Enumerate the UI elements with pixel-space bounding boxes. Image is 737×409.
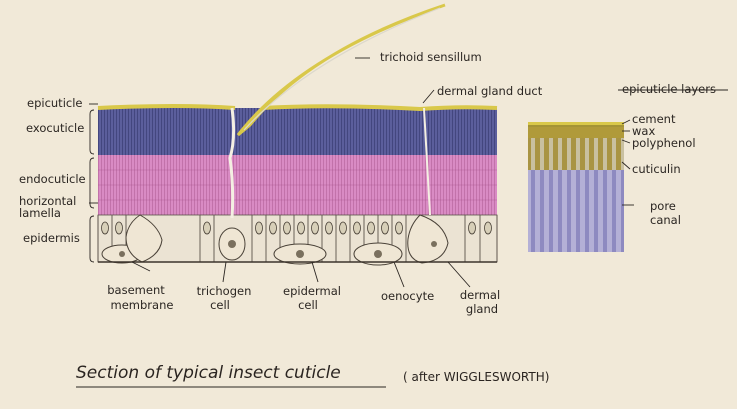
epicuticle-inset [528,122,624,252]
label-dermal-gland-duct: dermal gland duct [437,84,543,98]
label-trichoid-sensillum: trichoid sensillum [380,50,482,64]
label-horizontal: horizontal [19,194,77,208]
label-epicuticle: epicuticle [27,96,83,110]
label-trichogen-cell: cell [210,298,230,312]
dermal-gland-duct [423,107,431,216]
label-pore: pore [650,199,676,213]
trichoid-sensillum-hair [236,3,446,137]
exocuticle-layer [98,108,497,155]
inset-pore-layer [528,170,624,252]
label-exocuticle: exocuticle [26,121,85,135]
dermal-gland-cell [407,214,449,264]
inset-polyphenol-layer [528,138,624,170]
inset-cement-layer [528,122,624,127]
label-epidermal-cell: cell [298,298,318,312]
inset-leaders [618,89,728,206]
label-lamella: lamella [19,206,61,220]
label-gland: gland [465,302,499,316]
caption-credit: ( after WIGGLESWORTH) [403,370,550,384]
label-trichogen: trichogen [196,284,252,298]
label-cuticulin: cuticulin [632,162,681,176]
cuticle-section [97,3,498,266]
label-basement: basement [107,283,165,297]
label-canal: canal [650,213,681,227]
label-polyphenol: polyphenol [632,136,696,150]
epicuticle-layer [97,104,498,112]
label-epidermis: epidermis [23,231,80,245]
inset-wax-layer [528,126,624,138]
label-membrane: membrane [110,298,174,312]
hair-socket [228,107,236,219]
label-oenocyte: oenocyte [381,289,435,303]
label-cement: cement [632,112,676,126]
label-wax: wax [632,124,656,138]
label-dermal: dermal [459,288,501,302]
caption-title: Section of typical insect cuticle [76,363,341,383]
label-leaders [89,57,471,288]
label-epidermal: epidermal [283,284,341,298]
label-endocuticle: endocuticle [19,172,86,186]
label-epicuticle-layers: epicuticle layers [622,82,716,96]
